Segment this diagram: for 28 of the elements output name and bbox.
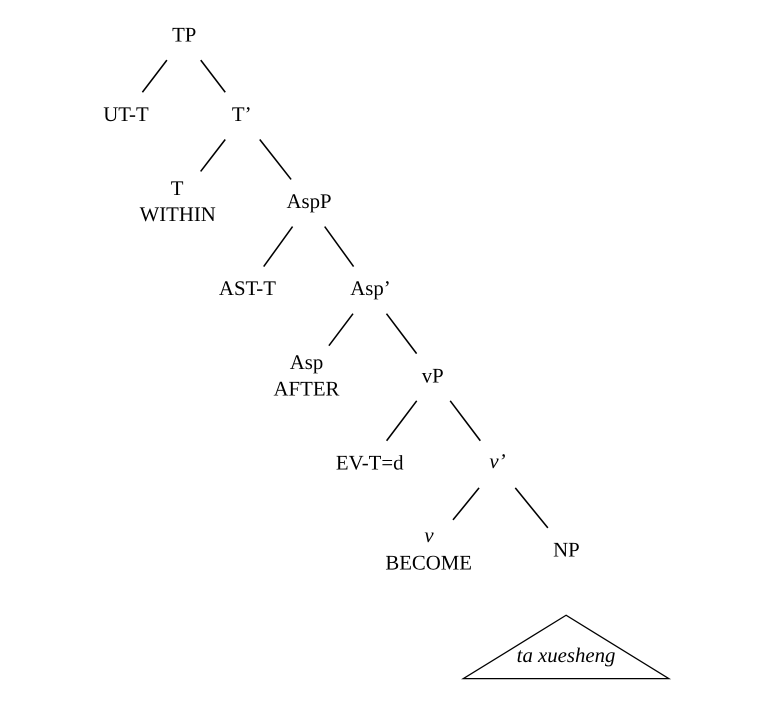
- connector: [200, 138, 226, 172]
- connector: [514, 487, 548, 528]
- node-text: v’: [488, 450, 506, 474]
- connector: [141, 60, 167, 93]
- node-text: UT-T: [102, 102, 148, 126]
- node-text: TP: [172, 24, 196, 47]
- node-text: vP: [421, 364, 444, 388]
- connector: [200, 60, 226, 93]
- connector: [258, 138, 292, 180]
- connector: [385, 400, 417, 442]
- node-text: NP: [552, 538, 580, 562]
- node-text: EV-T=d: [335, 451, 404, 474]
- node-label: AFTER: [273, 377, 339, 400]
- connector: [452, 487, 480, 520]
- node-text: v: [424, 524, 434, 548]
- connector: [324, 226, 354, 267]
- node-text: AST-T: [218, 277, 276, 300]
- node-label: WITHIN: [139, 203, 216, 226]
- connector: [262, 226, 293, 267]
- node-text: T’: [231, 102, 252, 126]
- connector: [385, 313, 417, 354]
- node-text: T: [170, 177, 184, 200]
- node-text: AspP: [286, 190, 332, 214]
- connector: [328, 313, 354, 346]
- connector: [449, 400, 480, 442]
- node-label: BECOME: [384, 551, 472, 574]
- node-text: Asp’: [350, 277, 390, 300]
- node-text: Asp: [289, 351, 323, 374]
